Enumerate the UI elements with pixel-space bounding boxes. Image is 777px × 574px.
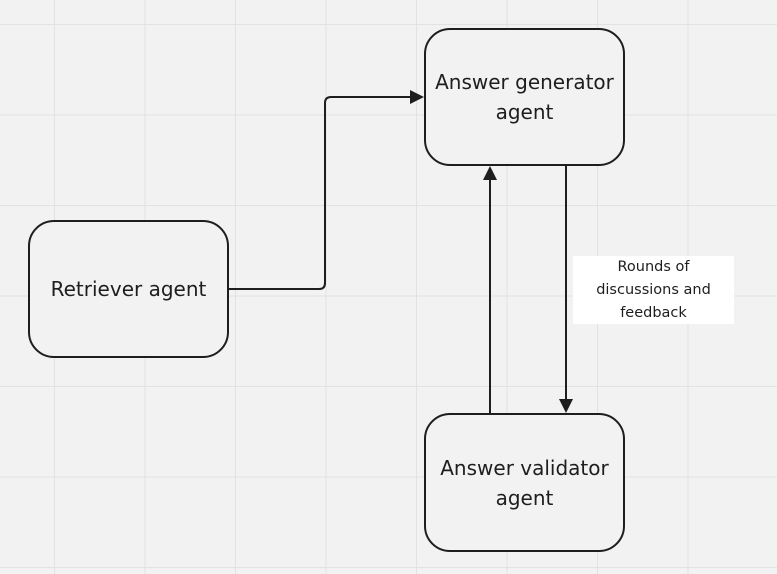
node-retriever-agent[interactable]: Retriever agent	[28, 220, 229, 358]
arrowhead-to-generator	[410, 90, 424, 104]
node-label-generator: Answer generator agent	[435, 70, 614, 124]
arrowhead-to-validator	[559, 399, 573, 413]
node-answer-generator-agent[interactable]: Answer generator agent	[424, 28, 625, 166]
edge-retriever-to-generator[interactable]	[229, 96, 412, 290]
edge-label-feedback: Rounds of discussions and feedback	[573, 256, 734, 324]
node-answer-validator-agent[interactable]: Answer validator agent	[424, 413, 625, 552]
edge-label-text: Rounds of discussions and feedback	[596, 258, 711, 321]
node-label-retriever: Retriever agent	[50, 277, 207, 301]
arrowhead-to-generator-from-validator	[483, 166, 497, 180]
node-label-validator: Answer validator agent	[440, 455, 609, 510]
